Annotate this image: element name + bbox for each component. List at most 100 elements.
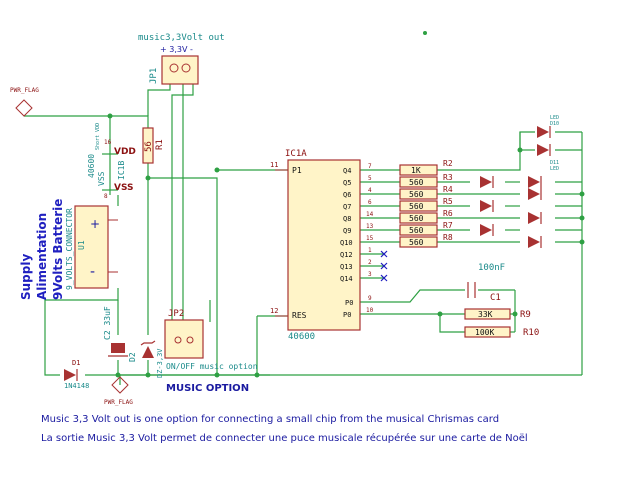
pin13: 13 [366, 223, 374, 230]
pin14: 14 [366, 211, 374, 218]
music-out-pins: + 3,3V - [160, 45, 193, 54]
r8-label: R8 [443, 233, 453, 242]
c2-capacitor [108, 343, 128, 357]
note-french: La sortie Music 3,3 Volt permet de conne… [41, 432, 528, 444]
r10-label: R10 [523, 328, 539, 338]
c1-value: 100nF [478, 263, 505, 273]
jp1-label: JP1 [149, 68, 159, 84]
battery-connector [74, 205, 109, 289]
d11-label: D11 [550, 160, 559, 166]
p0-label: P0 [345, 299, 353, 307]
r1-resistor [142, 127, 154, 164]
jp2-caption: ON/OFF music option [166, 362, 258, 371]
res-pin-label: RES [292, 311, 307, 320]
r9-value: 33K [478, 310, 493, 319]
pin3: 3 [368, 271, 372, 278]
note-english: Music 3,3 Volt out is one option for con… [41, 414, 499, 425]
q6-label: Q6 [343, 191, 351, 199]
pin7: 7 [368, 163, 372, 170]
r9-resistor [464, 308, 511, 320]
r8-value: 560 [409, 238, 424, 247]
resistor-bank [399, 164, 438, 248]
pwr-flag-top [15, 99, 33, 117]
no-connect-marks [380, 250, 388, 282]
d11-led-label: LED [550, 166, 559, 172]
q9-label: Q9 [343, 227, 351, 235]
r2-label: R2 [443, 159, 453, 168]
r3-value: 560 [409, 178, 424, 187]
battery-label: 9Volts Batterie [51, 199, 65, 300]
pin8-label: 8 [104, 193, 108, 200]
pwr-flag-top-label: PWR_FLAG [10, 87, 39, 94]
r7-label: R7 [443, 221, 453, 230]
pin1: 1 [368, 247, 372, 254]
pin15: 15 [366, 235, 374, 242]
jp2-label: JP2 [168, 309, 184, 319]
music-out-title: music3,3Volt out [138, 33, 225, 43]
vss-label: VSS [114, 183, 134, 193]
r5-label: R5 [443, 197, 453, 206]
connector-name: 9_VOLTS_CONNECTOR [65, 208, 74, 290]
ic1a-label: IC1A [285, 149, 307, 159]
pin16-label: 16 [104, 139, 112, 146]
d10-label: D10 [550, 121, 559, 127]
jp2-switch [164, 319, 204, 359]
r1-value: 56 [144, 141, 154, 152]
alimentation-label: Alimentation [35, 213, 49, 300]
d1-label: D1 [72, 359, 80, 367]
music-option-label: MUSIC OPTION [166, 383, 249, 394]
p0b-label: P0 [343, 311, 351, 319]
d2-zener [140, 340, 156, 358]
vss-pin-label: VSS [97, 171, 106, 186]
p1-pin-label: P1 [292, 166, 302, 175]
d1-diode [64, 369, 78, 381]
pin11-label: 11 [270, 161, 278, 169]
c1-label: C1 [490, 293, 501, 303]
q10-label: Q10 [340, 239, 353, 247]
c1-capacitor [467, 282, 476, 298]
r3-label: R3 [443, 173, 453, 182]
q12-label: Q12 [340, 251, 353, 259]
c2-label: C2 33uF [103, 306, 112, 340]
r7-value: 560 [409, 226, 424, 235]
junction-dots [107, 31, 585, 378]
r4-label: R4 [443, 185, 453, 194]
minus-label: - [90, 264, 95, 280]
q14-label: Q14 [340, 275, 353, 283]
r9-label: R9 [520, 310, 531, 320]
pin6: 6 [368, 199, 372, 206]
connector-ref: U1 [77, 240, 86, 250]
pin10: 10 [366, 307, 374, 314]
r5-value: 560 [409, 202, 424, 211]
q4-label: Q4 [343, 167, 351, 175]
r2-value: 1K [411, 166, 421, 175]
pin4: 4 [368, 187, 372, 194]
r6-label: R6 [443, 209, 453, 218]
vdd-label: VDD [114, 147, 136, 157]
d1-value: 1N4148 [64, 382, 89, 390]
pin5: 5 [368, 175, 372, 182]
ic1a-part: 40600 [288, 332, 315, 342]
r10-value: 100K [475, 328, 494, 337]
q8-label: Q8 [343, 215, 351, 223]
pin12-label: 12 [270, 307, 278, 315]
d2-value: DZ-3,3V [156, 348, 164, 378]
jp1-connector [161, 55, 199, 85]
ic1b-part: 40600 [87, 154, 96, 178]
pin2: 2 [368, 259, 372, 266]
plus-label: + [90, 217, 100, 231]
q7-label: Q7 [343, 203, 351, 211]
r10-resistor [464, 326, 511, 338]
pwr-flag-bottom-label: PWR_FLAG [104, 399, 133, 406]
ic1a-box [287, 159, 361, 331]
d2-label: D2 [128, 352, 137, 362]
ic1b-label: IC1B [117, 161, 126, 180]
q13-label: Q13 [340, 263, 353, 271]
r4-value: 560 [409, 190, 424, 199]
short-vdd-label: Short VDD [95, 123, 101, 150]
pin9: 9 [368, 295, 372, 302]
pwr-flag-bottom [111, 376, 129, 394]
d10-led-label: LED [550, 115, 559, 121]
supply-label: Supply [19, 254, 33, 300]
